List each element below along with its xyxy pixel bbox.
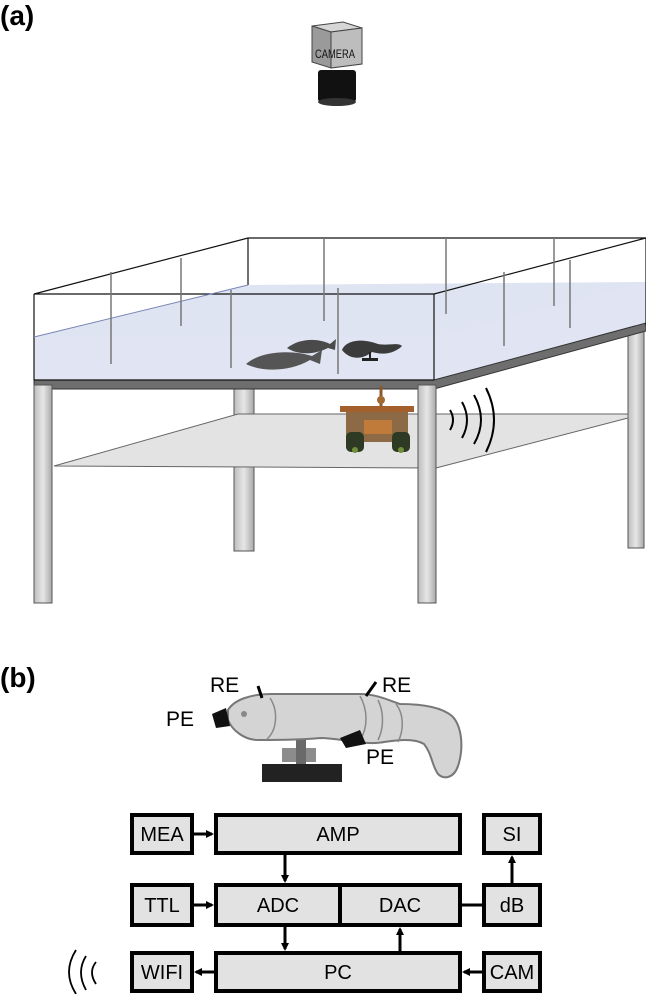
electrode-rods (110, 238, 571, 374)
wifi-block (130, 951, 194, 993)
robot-vehicle (340, 386, 414, 453)
camera-label: CAMERA (315, 47, 355, 61)
aquarium-tank (33, 237, 646, 381)
ttl-block (130, 883, 194, 927)
label-pe-right: PE (366, 746, 394, 769)
wifi-waves-icon (68, 949, 97, 994)
dac-block (338, 883, 462, 927)
lower-shelf (53, 413, 629, 469)
label-re-left: RE (210, 674, 239, 697)
label-pe-left: PE (166, 708, 194, 731)
si-block (482, 813, 542, 855)
robotic-fish (212, 681, 463, 782)
ttl-label: TTL (144, 895, 180, 917)
amp-block (214, 813, 462, 855)
fish-group (246, 339, 402, 370)
db-label: dB (500, 895, 524, 917)
pc-block (214, 951, 462, 993)
camera: CAMERA (311, 21, 363, 106)
cam-block (482, 951, 542, 993)
table-frame (33, 322, 646, 604)
amp-label: AMP (316, 824, 359, 846)
db-block (482, 883, 542, 927)
wireless-waves-icon (449, 387, 495, 453)
wifi-label: WIFI (141, 962, 183, 984)
panel-b-label: (b) (0, 662, 36, 693)
dac-label: DAC (379, 895, 421, 917)
panel-a-label: (a) (0, 0, 35, 31)
mea-block (130, 813, 194, 855)
mea-label: MEA (140, 824, 184, 846)
pc-label: PC (324, 962, 352, 984)
cam-label: CAM (490, 962, 534, 984)
adc-label: ADC (257, 895, 299, 917)
si-label: SI (503, 824, 522, 846)
label-re-right: RE (382, 674, 411, 697)
